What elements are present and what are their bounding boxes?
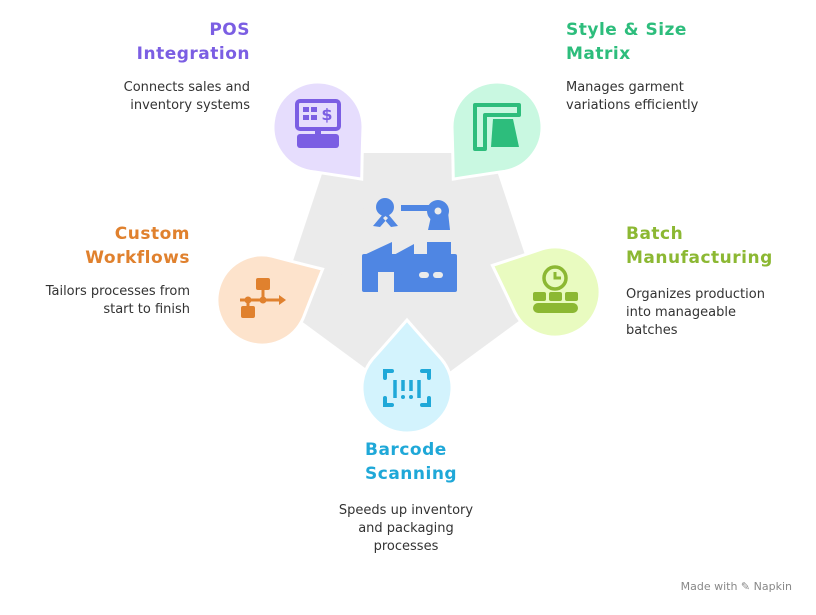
made-with-napkin: Made with ✎ Napkin: [680, 580, 792, 593]
conveyor-clock-icon: [533, 265, 578, 313]
pos-terminal-icon: $: [295, 99, 341, 148]
svg-text:$: $: [321, 105, 332, 124]
workflow-icon: [240, 278, 286, 318]
batch-drop: [490, 245, 602, 339]
garment-measure-icon: [473, 103, 521, 151]
robotic-factory-icon: [362, 198, 457, 292]
barcode-scan-icon: [383, 369, 431, 407]
